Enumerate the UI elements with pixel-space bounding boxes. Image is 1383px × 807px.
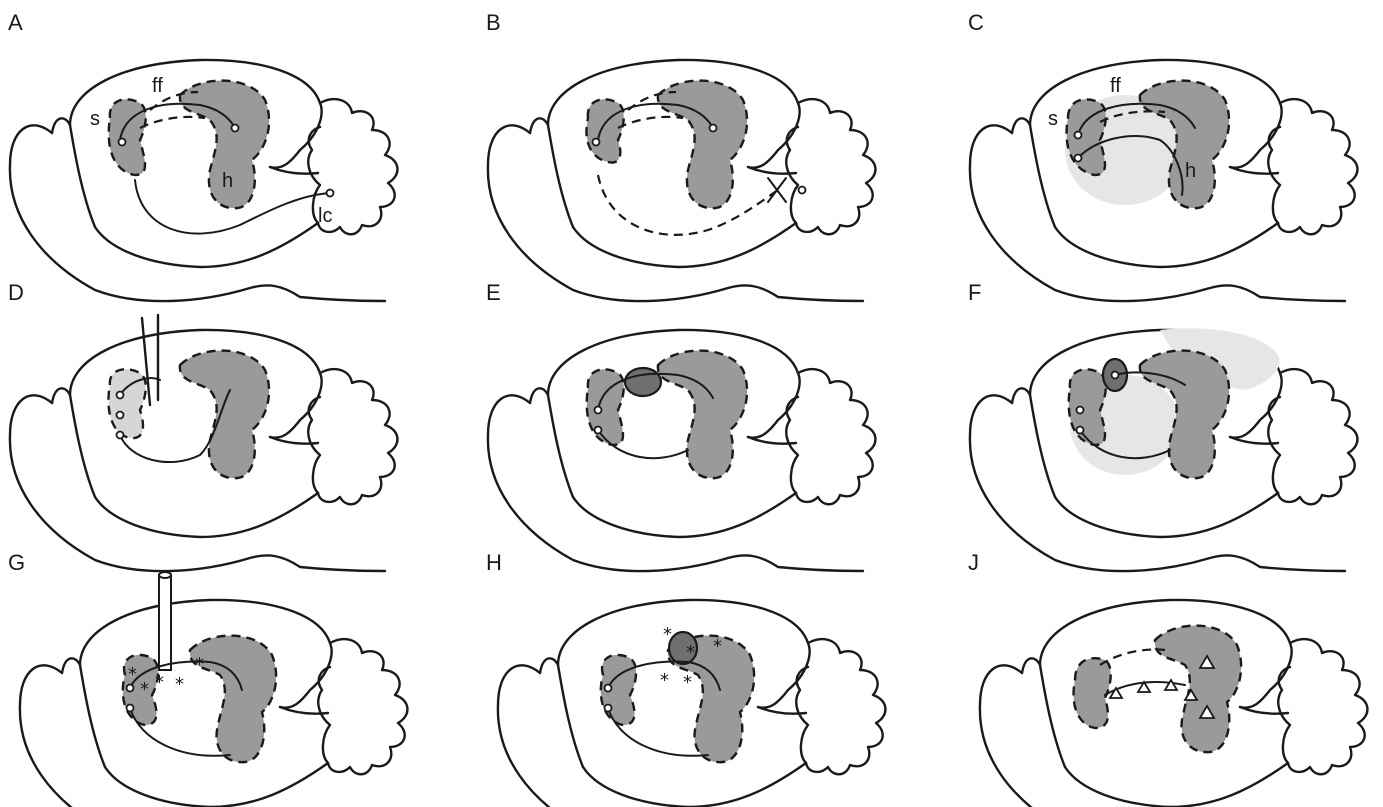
svg-text:*: * [195, 654, 204, 675]
panel-j: J [968, 550, 1367, 807]
label-h: h [1185, 160, 1196, 182]
panel-letter-c: C [968, 10, 984, 35]
septum-region [109, 99, 146, 175]
svg-text:*: * [713, 636, 722, 657]
panel-f: F [968, 280, 1357, 571]
hippocampus-region [180, 351, 269, 479]
panel-letter-f: F [968, 280, 981, 305]
svg-text:*: * [155, 672, 164, 693]
svg-text:*: * [683, 672, 692, 693]
label-s: s [1048, 108, 1058, 130]
panel-letter-g: G [8, 550, 25, 575]
panel-g: G ** ** * [8, 550, 407, 807]
panel-letter-j: J [968, 550, 979, 575]
panel-c: C s ff h [968, 10, 1357, 301]
panel-letter-d: D [8, 280, 24, 305]
label-s: s [90, 108, 100, 130]
lesion-site [625, 368, 661, 396]
label-ff: ff [152, 75, 163, 97]
panel-h: H * * * * * [486, 550, 885, 807]
svg-text:*: * [128, 664, 137, 685]
hippocampus-region [658, 351, 747, 479]
panel-e: E [486, 280, 875, 571]
svg-text:*: * [660, 670, 669, 691]
panel-d: D [8, 280, 397, 571]
panel-a: A s ff h lc [8, 10, 397, 301]
label-ff: ff [1110, 75, 1121, 97]
panel-letter-h: H [486, 550, 502, 575]
septum-region [586, 99, 623, 162]
panel-letter-b: B [486, 10, 501, 35]
septum-region [1074, 658, 1111, 728]
panel-b: B [486, 10, 875, 301]
svg-text:*: * [686, 642, 695, 663]
panel-letter-e: E [486, 280, 501, 305]
svg-text:*: * [140, 679, 149, 700]
hippocampus-region [658, 81, 747, 209]
cannula [159, 575, 171, 670]
septum-region [587, 369, 624, 445]
label-lc: lc [318, 205, 332, 227]
svg-text:*: * [663, 624, 672, 645]
svg-text:*: * [175, 674, 184, 695]
label-h: h [222, 170, 233, 192]
panel-letter-a: A [8, 10, 23, 35]
